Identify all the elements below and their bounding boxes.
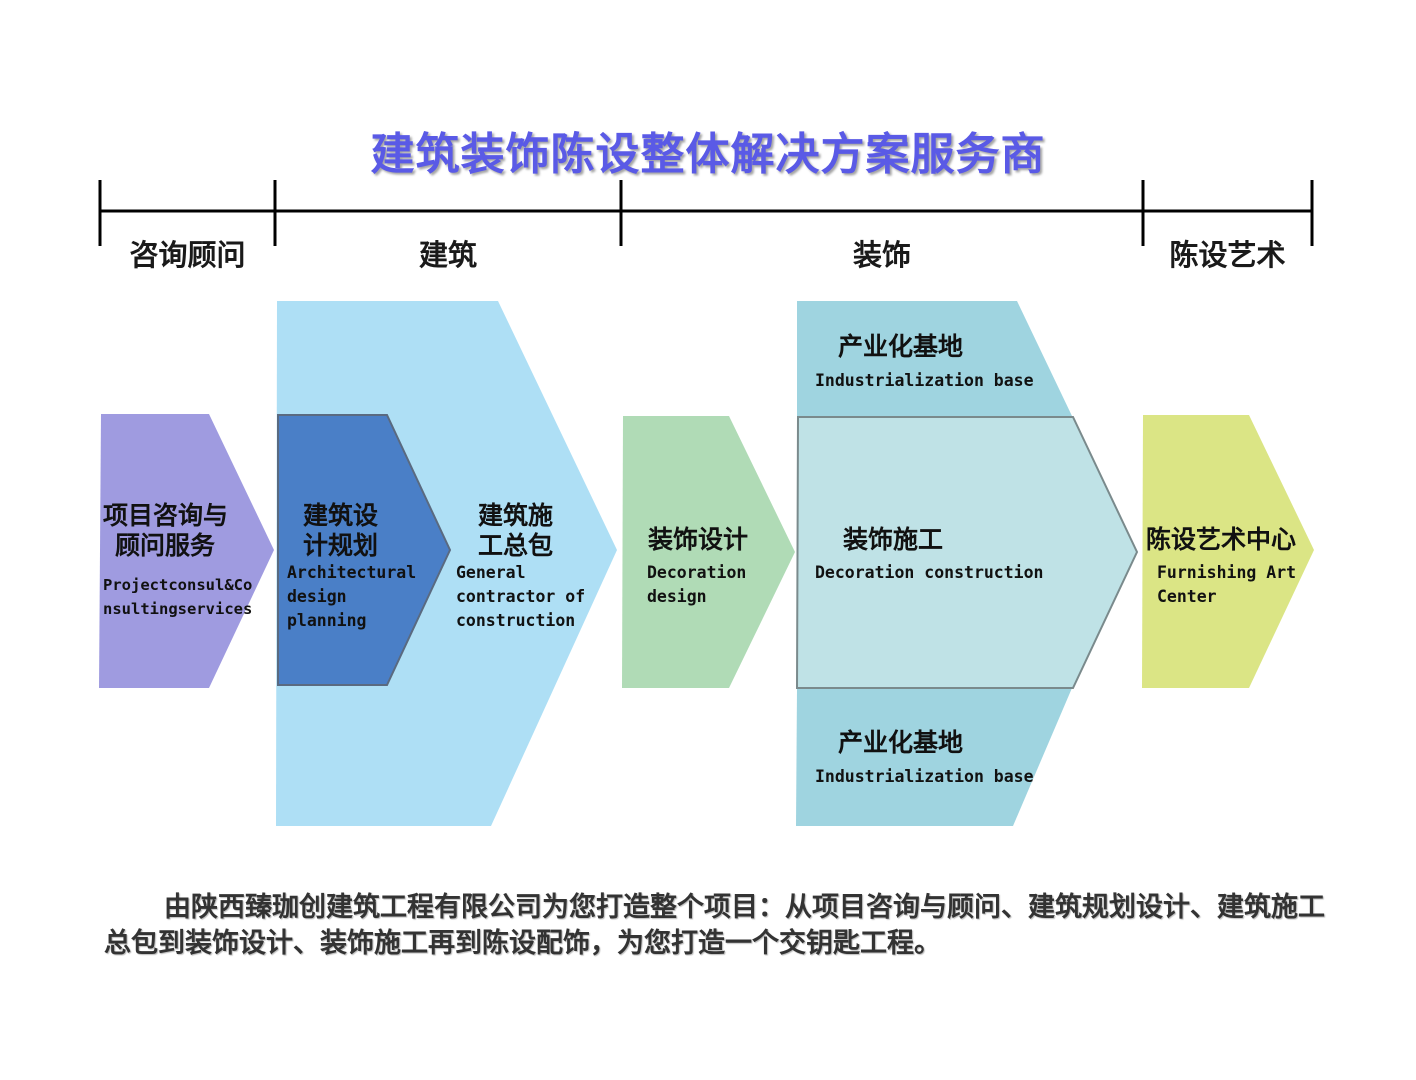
- consulting-cn-line2: 顾问服务: [115, 531, 216, 560]
- industrial-top-en: Industrialization base: [815, 371, 1034, 390]
- phase-consulting: 咨询顾问: [129, 238, 246, 272]
- arch-design-cn-line1: 建筑设: [303, 501, 379, 530]
- decoration-design-arrow: [622, 416, 795, 688]
- furnishing-en: Furnishing Art Center: [1157, 563, 1297, 606]
- industrial-base-top-arrow: [797, 301, 1072, 416]
- phase-building: 建筑: [418, 238, 477, 272]
- phase-timeline: [98, 180, 1314, 246]
- consulting-cn-line1: 项目咨询与: [103, 501, 229, 530]
- furnishing-arrow: [1142, 415, 1314, 688]
- deco-design-cn: 装饰设计: [648, 525, 749, 554]
- furnishing-cn: 陈设艺术中心: [1146, 525, 1297, 554]
- industrial-base-bottom-arrow: [796, 688, 1072, 826]
- deco-construction-cn: 装饰施工: [843, 525, 944, 554]
- deco-design-en: Decoration design: [647, 563, 747, 606]
- general-contract-en: General contractor of construction: [456, 563, 586, 630]
- summary-text: 由陕西臻珈创建筑工程有限公司为您打造整个项目：从项目咨询与顾问、建筑规划设计、建…: [104, 892, 1325, 959]
- consulting-en: Projectconsul&Co nsultingservices: [103, 576, 253, 618]
- general-contract-cn-line2: 工总包: [478, 531, 554, 560]
- arch-design-cn-line2: 计规划: [303, 531, 379, 560]
- page-title: 建筑装饰陈设整体解决方案服务商: [370, 129, 1046, 180]
- arch-design-en: Architectural design planning: [287, 563, 417, 630]
- architectural-design-arrow: [277, 414, 452, 686]
- phase-decoration: 装饰: [852, 238, 911, 272]
- industrial-top-cn: 产业化基地: [838, 332, 964, 361]
- phase-furnishing: 陈设艺术: [1169, 238, 1286, 272]
- consulting-arrow: [99, 414, 274, 688]
- industrial-bottom-en: Industrialization base: [815, 767, 1034, 786]
- deco-construction-en: Decoration construction: [815, 563, 1044, 582]
- decoration-construction-arrow: [795, 416, 1139, 689]
- general-contract-cn-line1: 建筑施: [478, 501, 554, 530]
- industrial-bottom-cn: 产业化基地: [838, 728, 964, 757]
